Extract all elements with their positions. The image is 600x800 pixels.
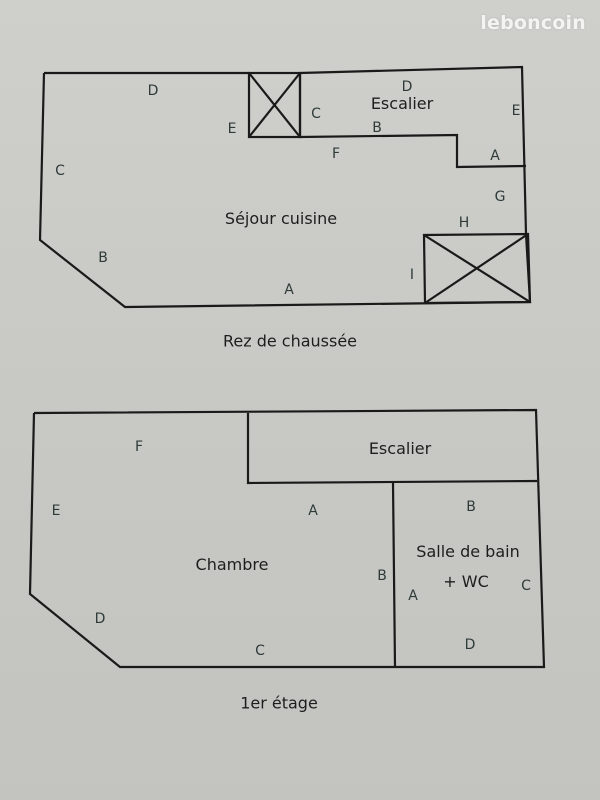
void-box-top (247, 71, 302, 139)
wall-label: C (521, 578, 531, 594)
floor-caption-first: 1er étage (240, 693, 318, 713)
leboncoin-watermark: leboncoin (480, 12, 586, 34)
wall-label: H (458, 215, 470, 231)
first-floor-outline (28, 408, 546, 669)
room-label-escalier-1: Escalier (368, 439, 432, 458)
room-label-sejour-cuisine: Séjour cuisine (224, 209, 338, 228)
wall-label: A (284, 282, 294, 298)
wall-label: B (377, 568, 387, 584)
wall-label: E (51, 503, 61, 519)
wall-label: E (511, 103, 521, 119)
wall-label: G (494, 189, 506, 205)
wall-label: D (464, 637, 476, 653)
wall-label: D (147, 83, 159, 99)
wall-label: B (466, 499, 476, 515)
wall-label: A (308, 503, 318, 519)
wall-label: C (311, 106, 321, 122)
floor-caption-ground: Rez de chaussée (222, 331, 358, 351)
wall-label: I (409, 267, 415, 283)
wall-label: D (401, 79, 413, 95)
room-label-chambre: Chambre (195, 555, 269, 574)
wall-label: C (55, 163, 65, 179)
wall-label: F (331, 146, 341, 162)
room-label-wc: + WC (443, 572, 489, 591)
wall-label: C (255, 643, 265, 659)
wall-label: A (490, 148, 500, 164)
room-label-escalier: Escalier (370, 94, 434, 113)
wall-label: B (372, 120, 382, 136)
room-label-salle-de-bain: Salle de bain (416, 542, 520, 561)
wall-label: E (227, 121, 237, 137)
wall-label: D (94, 611, 106, 627)
wall-label: A (408, 588, 418, 604)
wall-label: F (134, 439, 144, 455)
wall-label: B (98, 250, 108, 266)
